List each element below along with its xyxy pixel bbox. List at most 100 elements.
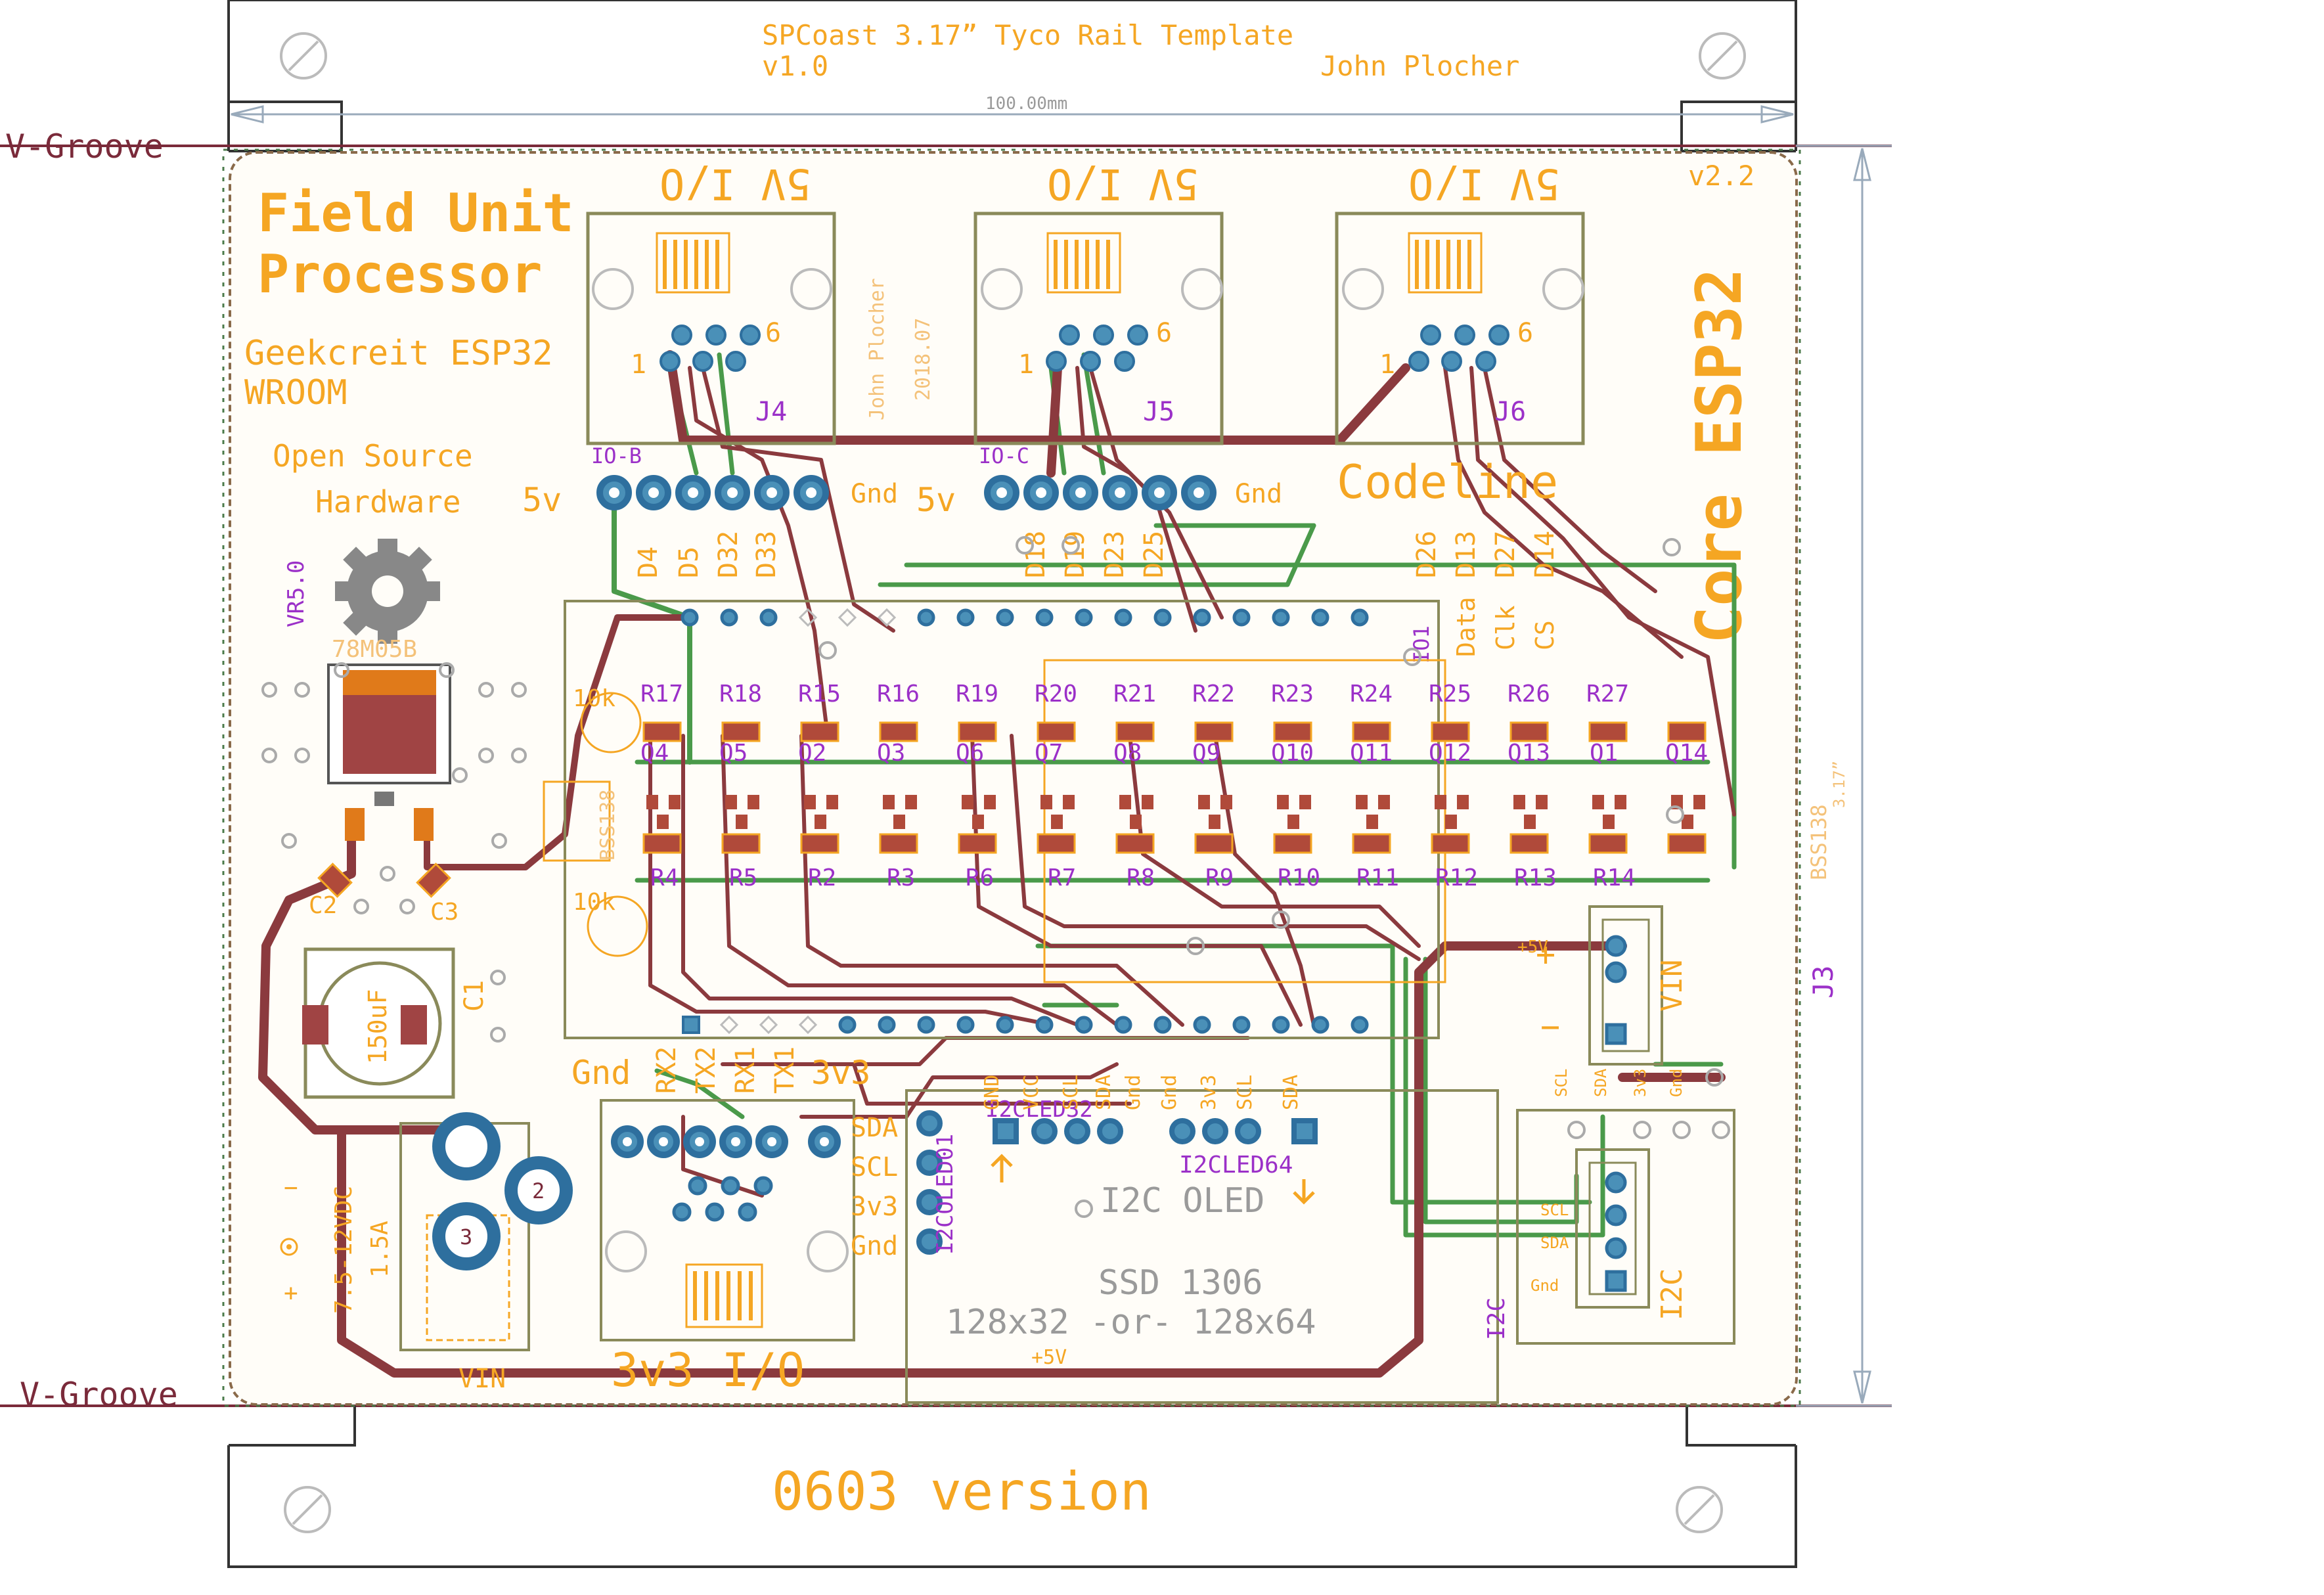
connector-j5-pin1: 1 [1018, 349, 1034, 380]
codeline-pin-d27: D27 [1490, 531, 1521, 578]
power-spec-line2: 1.5A [367, 1221, 393, 1278]
power-jack-pin3: 3 [460, 1224, 472, 1249]
core-esp32-label: Core ESP32 [1684, 268, 1756, 644]
dimension-label: 100.00mm [985, 94, 1067, 114]
connector-j6-ref: J6 [1494, 397, 1526, 427]
vgroove-label-top: V-Groove [5, 127, 164, 166]
oled-pin-gnd: GND [981, 1075, 1004, 1110]
vin-connector-label: VIN [1655, 960, 1689, 1012]
codeline-label: Codeline [1337, 455, 1558, 509]
capacitors: C2 C3 150uF C1 [302, 863, 506, 1099]
resistor-r16: R16 [877, 681, 920, 708]
header-io-b-gnd: Gnd [851, 479, 898, 509]
i2c-pin-3v3: 3v3 [1631, 1069, 1649, 1097]
bss-left-label: BSS138 [596, 790, 619, 861]
rj-pads [659, 325, 1509, 372]
resistor-r21: R21 [1113, 681, 1156, 708]
arrow-down-icon [1293, 1179, 1315, 1205]
transistor-q5: Q5 [719, 740, 748, 767]
resistor-r6: R6 [966, 865, 994, 891]
vgroove-label-bottom: V-Groove [20, 1376, 178, 1414]
template-title: SPCoast 3.17” Tyco Rail Template [762, 19, 1293, 51]
header-io-c-pin-d25: D25 [1139, 531, 1169, 578]
connector-j5: 5V I/O 6 1 J5 [973, 159, 1224, 445]
io3v3-side-sda: SDA [851, 1113, 898, 1143]
vin-5v-label: +5V [1517, 937, 1548, 957]
connector-j4-ref: J4 [755, 397, 787, 427]
oled-ref-01: I2COLED01 [932, 1134, 958, 1255]
oled-ref-64: I2CLED64 [1179, 1152, 1293, 1179]
header-io-c-pin-d23: D23 [1100, 531, 1130, 578]
resistor-r13: R13 [1514, 865, 1557, 891]
header-io-b-pin-d5: D5 [674, 547, 704, 578]
connector-j6-pin1: 1 [1379, 349, 1395, 380]
transistor-q8: Q8 [1113, 740, 1142, 767]
resistor-r10: R10 [1278, 865, 1320, 891]
mount-hole-icon [1676, 1486, 1723, 1533]
oled-plus5v: +5V [1031, 1346, 1067, 1369]
resistor-r5: R5 [729, 865, 757, 891]
oled-sizes: 128x32 -or- 128x64 [946, 1303, 1316, 1342]
osh-label-line2: Hardware [315, 484, 461, 520]
i2c-side-sda: SDA [1540, 1234, 1569, 1252]
i2c-side-scl: SCL [1540, 1201, 1569, 1219]
vin-connector: + − +5V VIN [1517, 905, 1689, 1066]
pot-10k-bottom: 10k [573, 889, 615, 916]
transistor-q14: Q14 [1665, 740, 1708, 767]
osh-gear-icon [335, 539, 440, 644]
smd-pad-grid [642, 721, 1707, 854]
io3v3-pin-gnd: Gnd [571, 1054, 631, 1092]
codeline-header: Codeline D26 D13 D27 D14 Data Clk CS IO1 [1337, 455, 1560, 663]
i2c-vertical-label: I2C [1483, 1297, 1510, 1340]
header-io-c-gnd: Gnd [1235, 479, 1282, 509]
vgroove-lines: V-Groove V-Groove 3.17” [0, 127, 1892, 1414]
io3v3-label: 3v3 I/O [611, 1343, 805, 1397]
io3v3-side-3v3: 3v3 [851, 1192, 898, 1222]
resistors-bottom-row: R4 R5 R2 R3 R6 R7 R8 R9 R10 R11 R12 R13 … [650, 865, 1636, 891]
transistor-q3: Q3 [877, 740, 905, 767]
mount-hole-icon [284, 1486, 331, 1533]
power-jack-pin2: 2 [532, 1179, 545, 1203]
transistor-q2: Q2 [798, 740, 826, 767]
oled-pin-3v3: 3v3 [1197, 1075, 1220, 1110]
bss-right-label: BSS138 [1806, 804, 1831, 880]
capacitor-c3: C3 [430, 899, 458, 926]
resistor-r7: R7 [1048, 865, 1076, 891]
resistor-r26: R26 [1508, 681, 1550, 708]
version-label: 0603 version [772, 1461, 1151, 1522]
regulator-ref: VR5.0 [283, 560, 309, 627]
power-minus: − [284, 1175, 298, 1202]
oled-pin-vcc: VCC [1020, 1075, 1043, 1110]
sot23-pads [646, 795, 1705, 829]
resistor-r22: R22 [1192, 681, 1235, 708]
vin-plus: + [1536, 935, 1555, 974]
io3v3-pin-rx2: RX2 [652, 1046, 682, 1094]
resistor-r2: R2 [808, 865, 836, 891]
transistor-q4: Q4 [640, 740, 669, 767]
codeline-signal-cs: CS [1531, 620, 1559, 650]
arrow-up-icon [991, 1154, 1013, 1182]
resistor-r8: R8 [1127, 865, 1155, 891]
codeline-ref: IO1 [1409, 625, 1434, 663]
connector-j4: 5V I/O 6 1 J4 [586, 159, 836, 445]
io3v3-side-gnd: Gnd [851, 1231, 898, 1261]
power-jack: VIN 2 3 7.5-12VDC 1.5A − + [280, 1112, 573, 1394]
io3v3-side-scl: SCL [851, 1152, 898, 1182]
i2c-pin-gnd: Gnd [1667, 1069, 1686, 1097]
header-io-c-5v: 5v [916, 481, 956, 519]
transistor-q6: Q6 [956, 740, 984, 767]
height-label: 3.17” [1830, 761, 1848, 808]
i2c-pin-scl: SCL [1552, 1069, 1571, 1097]
board-subtitle-line1: Geekcreit ESP32 [244, 334, 553, 373]
vin-minus: − [1540, 1008, 1560, 1046]
esp32-module [564, 600, 1446, 1039]
connector-j6-pin6: 6 [1517, 318, 1533, 348]
oled-chip: SSD 1306 [1098, 1263, 1263, 1303]
header-io-b-ref: IO-B [591, 443, 642, 468]
header-io-b-pin-d32: D32 [713, 531, 744, 578]
codeline-signal-clk: Clk [1491, 605, 1520, 650]
i2c-pin-sda: SDA [1592, 1068, 1610, 1097]
codeline-pin-d13: D13 [1451, 531, 1481, 578]
io3v3-pin-tx1: TX1 [770, 1046, 800, 1094]
resistor-r12: R12 [1435, 865, 1478, 891]
